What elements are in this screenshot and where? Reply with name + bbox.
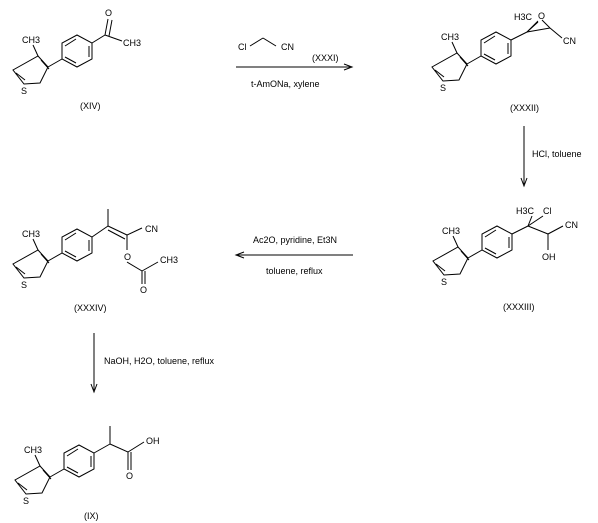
carbonyl-oxygen-label: O [126,471,133,481]
compound-label-ix: (IX) [84,511,99,521]
sulfur-label: S [441,277,447,287]
reagent-chloroacetonitrile: Cl CN [238,37,294,52]
reagent-label-xxxi: (XXXI) [312,53,339,63]
arrow-step-3: Ac2O, pyridine, Et3N toluene, reflux [234,235,353,276]
compound-xiv: CH3 S O CH3 (XIV) [12,8,141,111]
conditions-step-4: NaOH, H2O, toluene, reflux [104,356,215,366]
nitrile-label: CN [565,220,578,230]
conditions-step-1: t-AmONa, xylene [251,79,320,89]
hydroxyl-label: OH [542,252,556,262]
methyl-label: CH3 [22,35,40,45]
sulfur-label: S [440,83,446,93]
arrow-step-2: HCl, toluene [520,126,582,188]
compound-xxxiii: H3C Cl CN OH CH3 S (XXXIII) [432,206,578,312]
compound-label-xiv: (XIV) [80,101,101,111]
oxygen-label: O [105,8,112,18]
acetyl-methyl-label: CH3 [160,255,178,265]
compound-xxxii: H3C O CN CH3 S (XXXII) [431,11,576,113]
nitrile-label: CN [145,224,158,234]
conditions-step-2: HCl, toluene [532,149,582,159]
compound-label-xxxiii: (XXXIII) [503,302,535,312]
nitrile-label: CN [563,36,576,46]
arrow-step-1: (XXXI) t-AmONa, xylene [236,53,354,89]
methyl-label-h3c: H3C [514,12,533,22]
compound-label-xxxiv: (XXXIV) [74,303,107,313]
sulfur-label: S [21,86,27,96]
ester-oxygen-label: O [124,252,131,262]
methyl-label: CH3 [441,32,459,42]
nitrile-label: CN [281,42,294,52]
methyl-label: CH3 [24,445,42,455]
sulfur-label: S [23,496,29,506]
methyl-label: CH3 [22,229,40,239]
sulfur-label: S [21,280,27,290]
acetyl-methyl-label: CH3 [123,38,141,48]
hydroxyl-label: OH [146,436,160,446]
chlorine-label: Cl [238,42,247,52]
conditions-step-3-above: Ac2O, pyridine, Et3N [253,235,337,245]
compound-label-xxxii: (XXXII) [510,103,539,113]
carbonyl-oxygen-label: O [140,285,147,295]
compound-ix: OH O CH3 S (IX) [14,426,160,521]
chlorine-label: Cl [543,206,552,216]
epoxide-oxygen-label: O [538,11,545,21]
conditions-step-3-below: toluene, reflux [266,266,323,276]
compound-xxxiv: CN O CH3 O CH3 S (XXXIV) [12,209,178,313]
arrow-step-4: NaOH, H2O, toluene, reflux [90,333,215,394]
methyl-label: CH3 [442,226,460,236]
methyl-label-h3c: H3C [516,206,535,216]
